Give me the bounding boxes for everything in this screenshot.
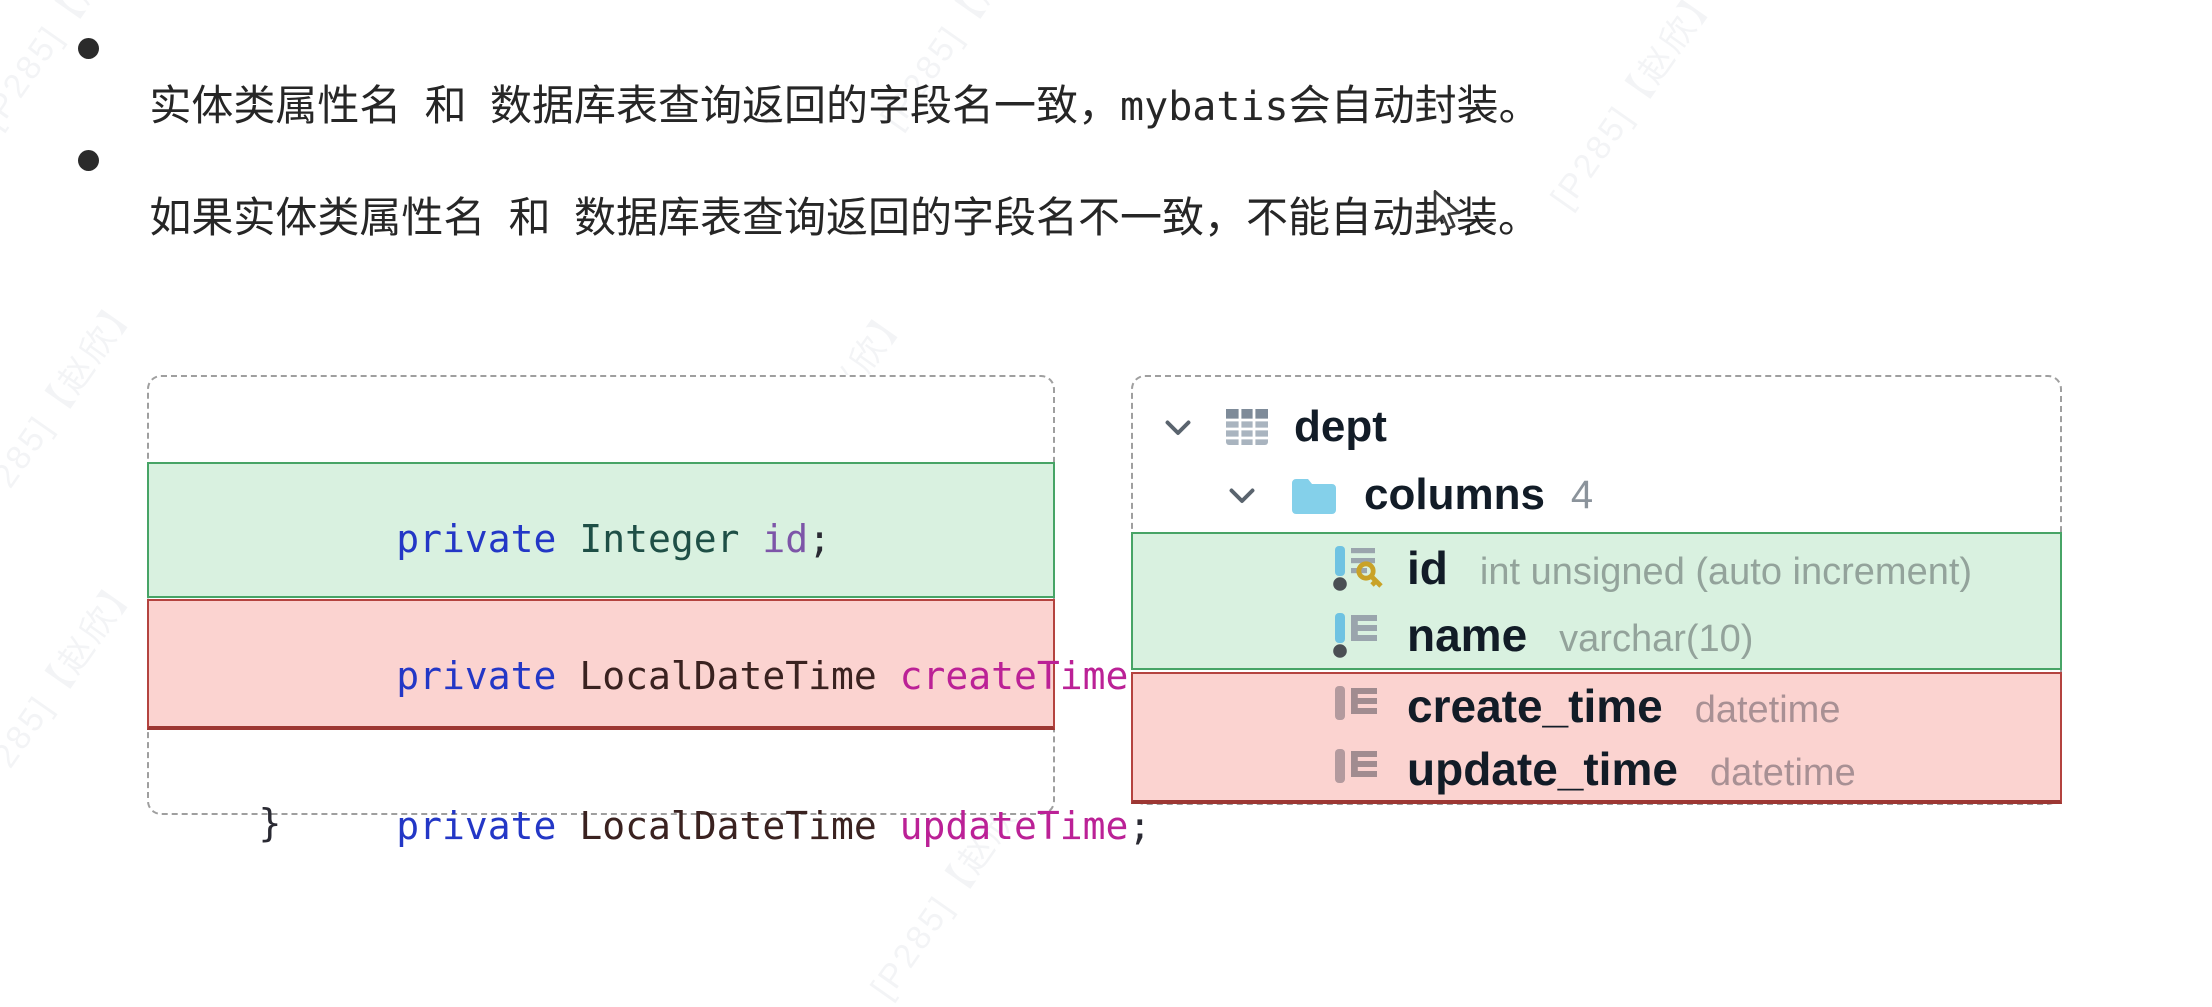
bullet-dot <box>78 38 99 59</box>
table-icon <box>1224 407 1270 447</box>
chevron-down-icon[interactable] <box>1160 409 1196 445</box>
mismatching-columns-highlight-red: create_time datetime update_time da <box>1131 672 2062 804</box>
java-type: Integer <box>579 517 740 561</box>
column-name-label[interactable]: create_time <box>1407 679 1663 732</box>
bullet-item-2: 如果实体类属性名 和 数据库表查询返回的字段名不一致，不能自动封装。 <box>126 131 1540 248</box>
tree-row-columns-folder[interactable]: columns 4 <box>1224 465 1593 525</box>
column-icon <box>1333 743 1385 795</box>
column-type-label: datetime <box>1694 688 1841 731</box>
java-field-name: updateTime <box>899 804 1129 848</box>
tree-row-column-create-time[interactable]: create_time datetime <box>1133 679 2060 733</box>
java-keyword: private <box>396 654 557 698</box>
code-line-field-id: private Integer id; <box>149 464 1053 614</box>
java-keyword: private <box>396 804 557 848</box>
table-name-label[interactable]: dept <box>1294 402 1387 451</box>
bullet-dot <box>78 150 99 171</box>
column-type-label: datetime <box>1709 751 1856 794</box>
folder-icon <box>1290 475 1338 515</box>
entity-class-code-panel: public class Dept { private Integer id; … <box>147 375 1151 848</box>
column-name-label[interactable]: id <box>1407 541 1448 594</box>
column-type-label: int unsigned (auto increment) <box>1479 550 1973 593</box>
matching-columns-highlight-green: id int unsigned (auto increment) <box>1131 532 2062 670</box>
close-brace: } <box>258 801 282 845</box>
code-line-field-createtime: private LocalDateTime createTime; <box>149 601 1151 751</box>
bullet-item-1: 实体类属性名 和 数据库表查询返回的字段名一致，mybatis会自动封装。 <box>126 19 1541 136</box>
watermark: [P285]【赵欣】 <box>0 567 147 806</box>
watermark: [P285]【赵欣】 <box>1543 0 1727 216</box>
code-line-close-brace: } <box>167 739 282 907</box>
primary-key-column-icon <box>1333 542 1385 594</box>
database-table-tree-panel: dept columns 4 <box>1131 375 2062 805</box>
java-field-name: id <box>762 517 809 561</box>
column-type-label: varchar(10) <box>1559 617 1754 660</box>
column-name-label[interactable]: name <box>1407 608 1528 661</box>
java-type: LocalDateTime <box>579 804 877 848</box>
tree-row-column-id[interactable]: id int unsigned (auto increment) <box>1133 541 2060 595</box>
code-line-field-updatetime: private LocalDateTime updateTime; <box>149 751 1151 901</box>
java-type: LocalDateTime <box>579 654 877 698</box>
tree-row-column-name[interactable]: name varchar(10) <box>1133 608 2060 662</box>
bullet-1-text-after: 会自动封装。 <box>1288 82 1541 129</box>
mismatching-fields-highlight-red: private LocalDateTime createTime; privat… <box>147 599 1151 848</box>
folder-name-label[interactable]: columns <box>1364 470 1545 519</box>
column-name-label[interactable]: update_time <box>1407 742 1678 795</box>
watermark: [P285]【赵欣】 <box>0 287 147 526</box>
column-icon <box>1333 609 1385 661</box>
semicolon: ; <box>1128 804 1152 848</box>
java-field-name: createTime <box>899 654 1129 698</box>
java-keyword: private <box>396 517 557 561</box>
matching-fields-highlight-green: private Integer id; private String name; <box>147 462 1055 711</box>
columns-count-badge: 4 <box>1570 472 1594 517</box>
bullet-2-text-before: 如果实体类属性名 和 数据库表查询返回的字段名不一致，不能自动封装。 <box>149 194 1541 241</box>
bullet-1-code: mybatis <box>1120 84 1289 130</box>
chevron-down-icon[interactable] <box>1224 477 1260 513</box>
tree-row-table-dept[interactable]: dept <box>1160 397 1387 457</box>
column-icon <box>1333 680 1385 732</box>
semicolon: ; <box>808 517 832 561</box>
bullet-1-text-before: 实体类属性名 和 数据库表查询返回的字段名一致， <box>149 82 1121 129</box>
tree-row-column-update-time[interactable]: update_time datetime <box>1133 742 2060 796</box>
